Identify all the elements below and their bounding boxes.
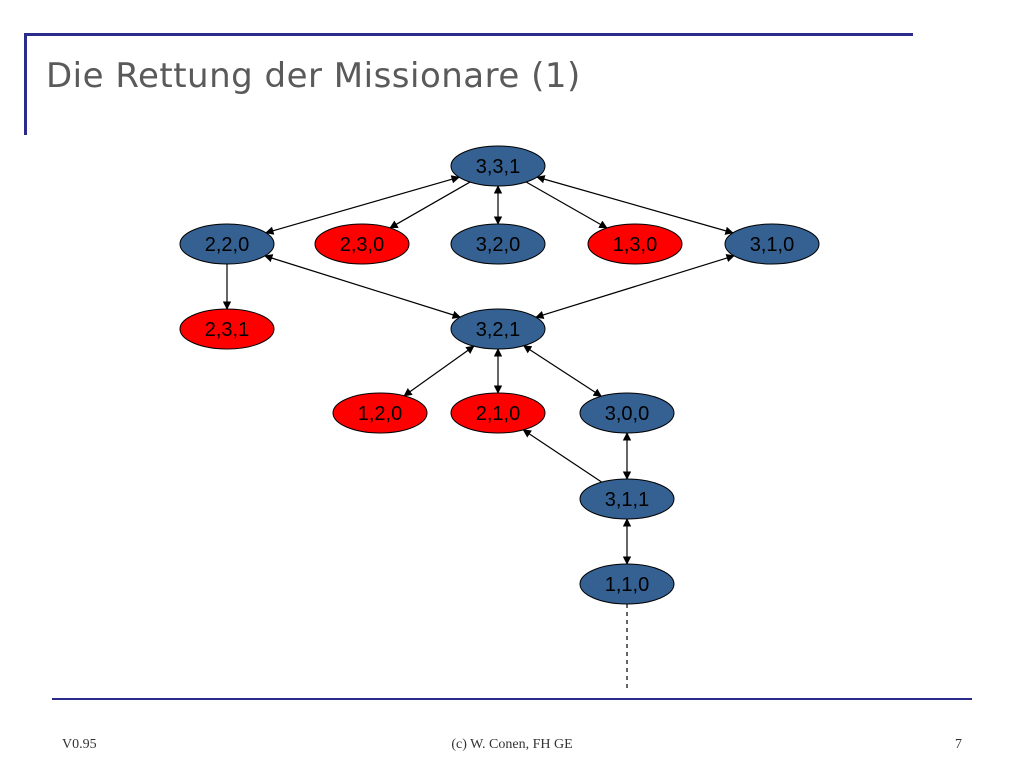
state-node-n130: 1,3,0: [587, 223, 683, 265]
state-ellipse: [450, 308, 546, 350]
title-frame-top: [24, 33, 913, 36]
state-node-n220: 2,2,0: [179, 223, 275, 265]
state-ellipse: [579, 392, 675, 434]
slide-title: Die Rettung der Missionare (1): [46, 56, 581, 96]
edges-layer: [222, 175, 735, 690]
state-ellipse: [724, 223, 820, 265]
state-node-n230: 2,3,0: [314, 223, 410, 265]
state-node-n321: 3,2,1: [450, 308, 546, 350]
edge-n331-n220: [265, 175, 460, 235]
state-ellipse: [579, 478, 675, 520]
state-label: 1,3,0: [613, 234, 657, 256]
state-node-n311: 3,1,1: [579, 478, 675, 520]
state-node-n231: 2,3,1: [179, 308, 275, 350]
state-node-n210: 2,1,0: [450, 392, 546, 434]
state-label: 3,3,1: [476, 156, 520, 178]
nodes-layer: 3,3,1 2,2,0 2,3,0 3,2,0 1,3,0 3,1,0 2,3,1 3,2,1…: [179, 145, 820, 605]
state-label: 3,1,0: [750, 234, 794, 256]
edge-n310-n321: [535, 254, 735, 319]
state-label: 3,2,1: [476, 319, 520, 341]
state-label: 2,1,0: [476, 403, 520, 425]
state-node-n300: 3,0,0: [579, 392, 675, 434]
state-ellipse: [314, 223, 410, 265]
state-label: 1,2,0: [358, 403, 402, 425]
edge-n220-n321: [264, 254, 461, 319]
state-ellipse: [332, 392, 428, 434]
state-node-n310: 3,1,0: [724, 223, 820, 265]
footer-divider: [52, 698, 972, 700]
state-ellipse: [179, 308, 275, 350]
state-node-n110: 1,1,0: [579, 563, 675, 605]
state-label: 3,0,0: [605, 403, 649, 425]
edge-n331-n310: [536, 175, 734, 235]
state-node-n331: 3,3,1: [450, 145, 546, 187]
state-node-n120: 1,2,0: [332, 392, 428, 434]
edge-n311-n210: [522, 429, 603, 483]
state-label: 1,1,0: [605, 574, 649, 596]
state-ellipse: [587, 223, 683, 265]
state-node-n320: 3,2,0: [450, 223, 546, 265]
state-label: 3,2,0: [476, 234, 520, 256]
page-number: 7: [955, 737, 962, 752]
title-frame-left: [24, 33, 27, 135]
edge-n321-n120: [403, 345, 475, 397]
footer-copyright: (c) W. Conen, FH GE: [451, 737, 573, 752]
edge-n321-n300: [523, 345, 602, 397]
state-ellipse: [450, 392, 546, 434]
state-label: 3,1,1: [605, 489, 649, 511]
state-label: 2,2,0: [205, 234, 249, 256]
state-ellipse: [450, 145, 546, 187]
state-ellipse: [579, 563, 675, 605]
footer-version: V0.95: [62, 737, 97, 752]
state-ellipse: [450, 223, 546, 265]
state-label: 2,3,1: [205, 319, 249, 341]
state-ellipse: [179, 223, 275, 265]
state-label: 2,3,0: [340, 234, 384, 256]
edge-n331-n230: [389, 181, 471, 229]
edge-n331-n130: [525, 181, 608, 229]
